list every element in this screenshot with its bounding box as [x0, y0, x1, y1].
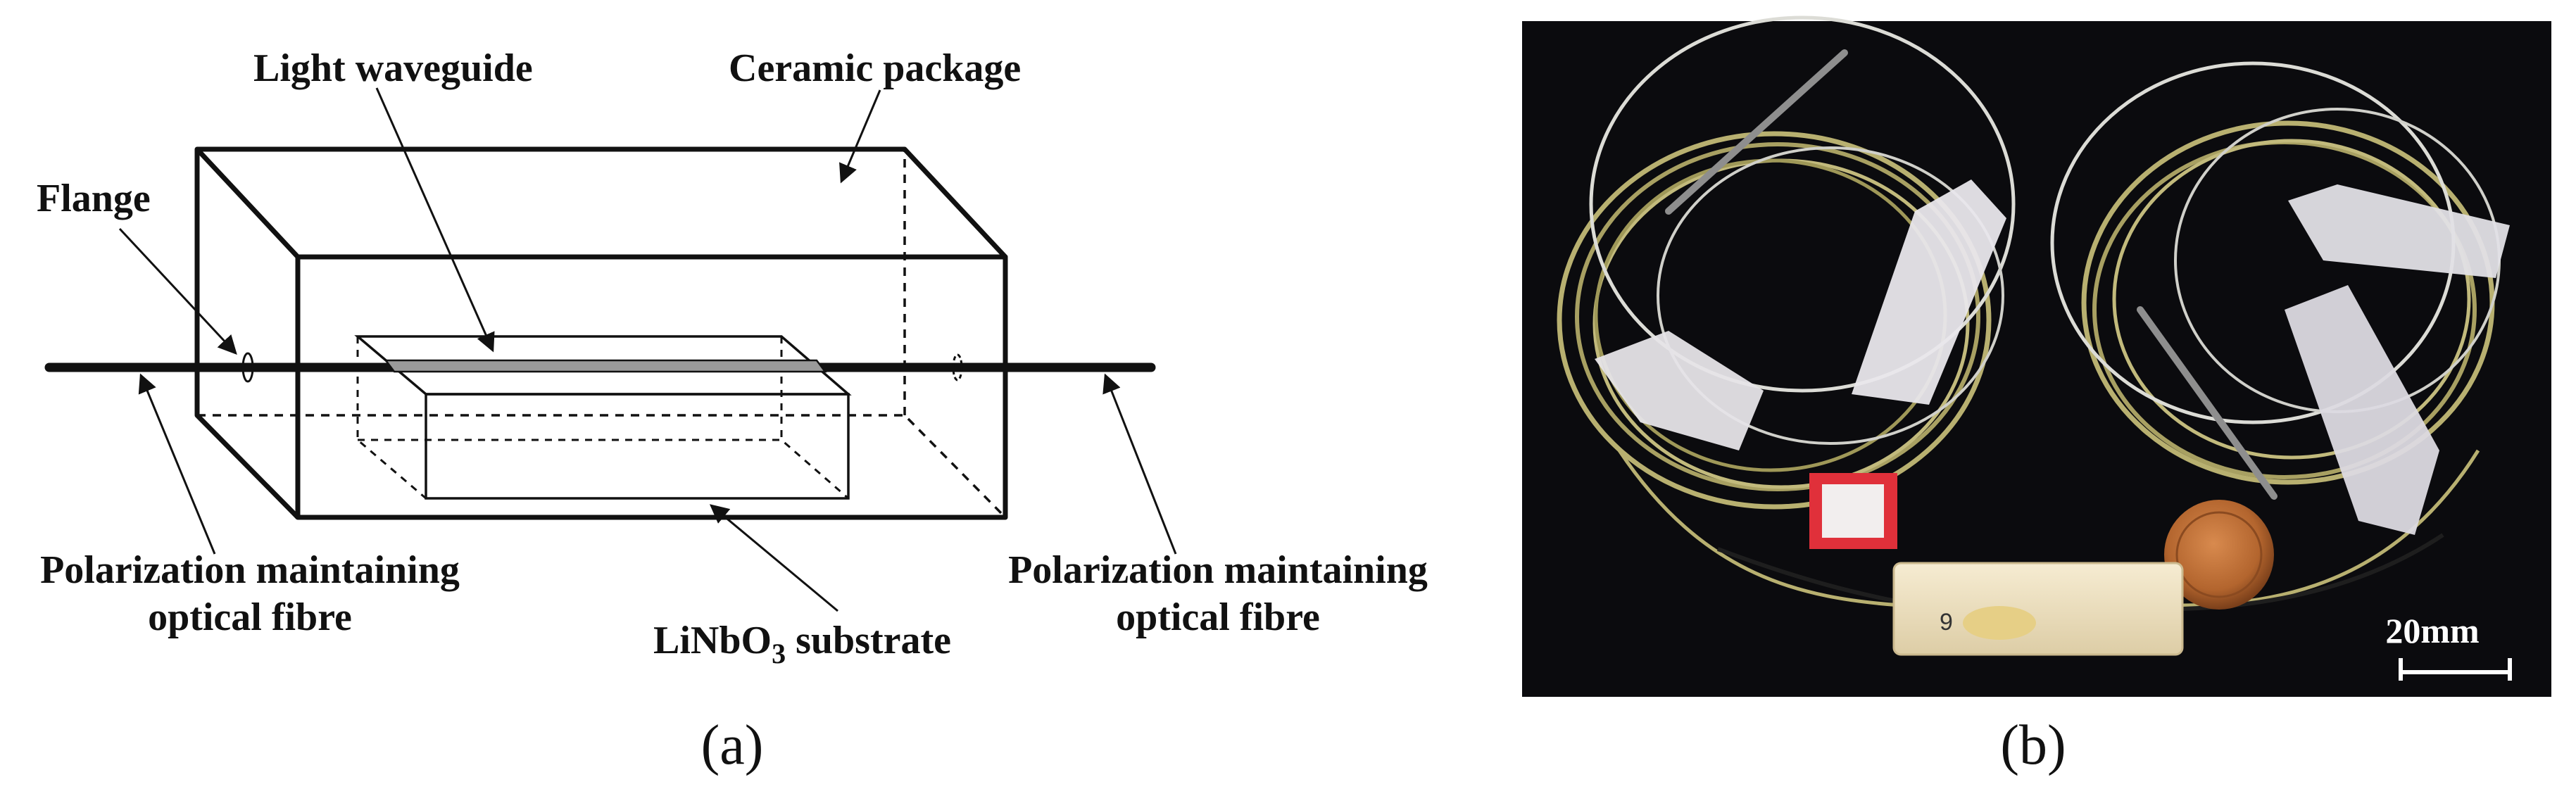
label-pm-fibre-right-line2: optical fibre	[1116, 595, 1320, 639]
package-front-face	[295, 254, 1008, 520]
label-substrate-subscript: 3	[772, 638, 786, 669]
package-left-face	[194, 149, 300, 519]
red-label-inner	[1822, 484, 1884, 538]
panel-a-schematic: Light waveguide Ceramic package Flange P…	[37, 46, 1428, 776]
caption-b: (b)	[2000, 714, 2066, 776]
label-substrate-suffix: substrate	[786, 619, 951, 662]
tape-pieces	[1595, 179, 2510, 535]
label-pm-fibre-left-line2: optical fibre	[148, 595, 352, 639]
leader-substrate	[709, 504, 838, 612]
leader-flange	[118, 227, 237, 355]
ceramic-package-box	[194, 146, 1008, 520]
ferrule-right	[2137, 306, 2277, 500]
ferrule-left	[1665, 49, 1848, 215]
ceramic-package-photo	[1892, 562, 2184, 656]
scale-bar	[2399, 658, 2512, 681]
flange-right	[952, 353, 963, 381]
leader-pm-fibre-right	[1102, 373, 1177, 555]
coin	[2164, 500, 2274, 610]
label-substrate-prefix: LiNbO	[653, 619, 772, 662]
package-tag: 9	[1940, 609, 1953, 636]
light-waveguide	[384, 359, 827, 373]
label-light-waveguide: Light waveguide	[253, 46, 533, 90]
substrate-hidden-edge-bottom	[358, 439, 849, 500]
leader-light-waveguide	[375, 87, 495, 353]
label-ceramic-package: Ceramic package	[729, 46, 1021, 90]
label-pm-fibre-right-line1: Polarization maintaining	[1008, 548, 1428, 592]
coin-rim	[2175, 511, 2263, 598]
substrate-block	[354, 335, 852, 500]
panel-b-photo: 9 20mm (b)	[1522, 15, 2551, 776]
package-glue-spot	[1963, 606, 2036, 640]
leader-pm-fibre-left	[138, 373, 216, 555]
package-top-face	[194, 146, 1008, 260]
label-substrate: LiNbO3 substrate	[653, 619, 951, 669]
package-hidden-edges	[197, 414, 1007, 519]
label-flange: Flange	[37, 177, 151, 220]
scale-bar-label: 20mm	[2385, 611, 2479, 650]
label-pm-fibre-left-line1: Polarization maintaining	[40, 548, 460, 592]
caption-a: (a)	[701, 714, 764, 776]
substrate-front-face	[425, 393, 850, 500]
flange-left	[241, 352, 254, 383]
substrate-hidden-edge-left	[356, 336, 427, 500]
leader-ceramic-package	[839, 89, 881, 184]
